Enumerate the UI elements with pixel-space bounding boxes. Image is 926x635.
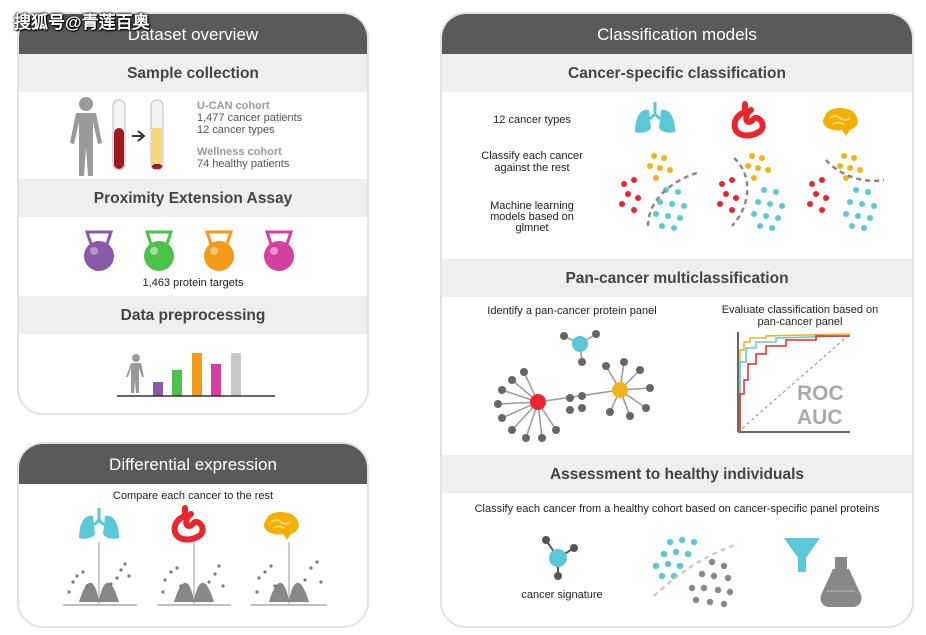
assay-ball-pink-icon	[264, 230, 294, 271]
roc-curve-chart	[737, 332, 851, 433]
ucan-cohort-title: U-CAN cohort	[197, 100, 270, 112]
lung-icon	[79, 508, 119, 539]
pan-cancer-band: Pan-cancer multiclassification	[442, 259, 912, 297]
preprocessing-bars-icon	[117, 353, 275, 397]
protein-network-diagram	[494, 330, 654, 442]
assessment-title: Assessment to healthy individuals	[549, 466, 805, 483]
label-ml: Machine learning models based on glmnet	[490, 200, 574, 234]
pan-evaluate-label: Evaluate classification based on pan-can…	[721, 304, 879, 328]
auc-label: AUC	[797, 406, 843, 429]
cancer-specific-band: Cancer-specific classification	[442, 54, 912, 92]
ucan-cohort-types: 12 cancer types	[197, 124, 275, 136]
wellness-cohort-block: Wellness cohort 74 healthy patients	[197, 146, 289, 170]
brain-icon	[263, 512, 299, 540]
pea-band: Proximity Extension Assay	[19, 179, 367, 217]
assessment-band: Assessment to healthy individuals	[442, 455, 912, 493]
stomach-icon-classification	[731, 101, 766, 139]
compare-label: Compare each cancer to the rest	[112, 490, 274, 502]
cancer-signature-icon	[542, 536, 578, 580]
cluster-stomach	[717, 153, 785, 231]
stomach-icon	[171, 505, 206, 543]
pea-title: Proximity Extension Assay	[93, 190, 293, 207]
lung-icon-classification	[635, 102, 675, 133]
brain-icon-classification	[822, 108, 858, 136]
volcano-plots	[63, 542, 327, 606]
preprocessing-title: Data preprocessing	[120, 307, 266, 324]
cluster-brain	[807, 153, 885, 231]
cancer-specific-title: Cancer-specific classification	[568, 65, 786, 82]
ucan-cohort-patients: 1,477 cancer patients	[197, 112, 303, 124]
flask-icon	[820, 557, 862, 607]
funnel-icon	[784, 538, 820, 572]
plasma-tube-icon	[150, 99, 164, 171]
classification-models-title: Classification models	[442, 14, 912, 54]
sample-collection-band: Sample collection	[19, 54, 367, 92]
healthy-vs-cancer-cluster	[652, 536, 739, 608]
roc-label: ROC	[797, 382, 844, 405]
watermark: 搜狐号@青莲百奥	[14, 13, 150, 32]
assessment-subtitle: Classify each cancer from a healthy coho…	[474, 503, 880, 515]
assay-icons	[84, 230, 294, 271]
label-cancer-types: 12 cancer types	[493, 114, 571, 126]
assay-ball-green-icon	[144, 230, 174, 271]
protein-targets-label: 1,463 protein targets	[142, 277, 244, 289]
wellness-cohort-title: Wellness cohort	[197, 146, 282, 158]
pan-cancer-title: Pan-cancer multiclassification	[565, 270, 789, 287]
classification-dot-clusters	[619, 153, 885, 231]
cancer-signature-label: cancer signature	[521, 589, 603, 601]
blood-tube-icon	[112, 99, 126, 171]
label-classify: Classify each cancer against the rest	[481, 150, 583, 174]
dataset-overview-panel: Dataset overview Sample collection U-CAN…	[17, 12, 369, 415]
dataset-overview-title: Dataset overview	[19, 14, 367, 54]
differential-expression-title: Differential expression	[19, 444, 367, 484]
sample-collection-title: Sample collection	[127, 65, 259, 82]
volcano-plot-lung	[63, 542, 137, 606]
volcano-plot-brain	[251, 542, 327, 606]
assay-ball-purple-icon	[84, 230, 114, 271]
assay-ball-orange-icon	[204, 230, 234, 271]
differential-expression-panel: Differential expression Compare each can…	[17, 442, 369, 628]
pan-identify-label: Identify a pan-cancer protein panel	[487, 305, 657, 317]
classification-models-panel: Classification models Cancer-specific cl…	[440, 12, 914, 628]
volcano-plot-stomach	[157, 542, 231, 606]
wellness-cohort-patients: 74 healthy patients	[197, 158, 290, 170]
ucan-cohort-block: U-CAN cohort 1,477 cancer patients 12 ca…	[197, 100, 302, 136]
arrow-right-icon	[132, 130, 146, 142]
cluster-lung	[619, 153, 701, 231]
human-figure-icon	[70, 97, 102, 176]
preprocessing-band: Data preprocessing	[19, 296, 367, 334]
